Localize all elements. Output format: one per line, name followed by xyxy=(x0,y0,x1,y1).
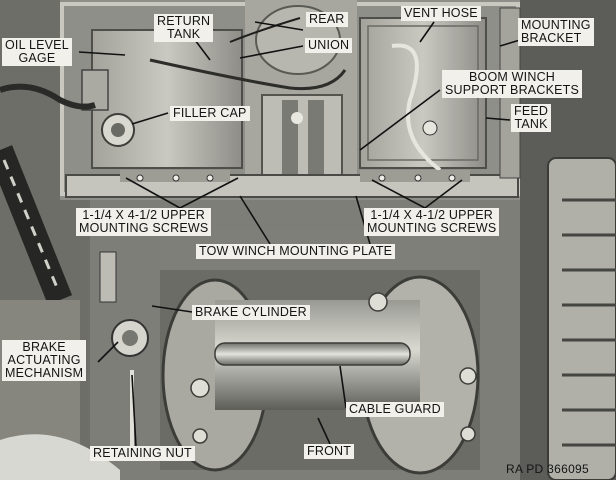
label-line: SUPPORT BRACKETS xyxy=(445,83,580,97)
label-return-tank: RETURN TANK xyxy=(154,14,214,42)
label-line: RETAINING NUT xyxy=(93,446,192,460)
label-line: TANK xyxy=(514,117,548,131)
label-line: TANK xyxy=(167,27,201,41)
label-line: FRONT xyxy=(307,444,352,458)
label-line: 1-1/4 X 4-1/2 UPPER xyxy=(82,208,205,222)
label-feed-tank: FEED TANK xyxy=(511,104,552,132)
label-vent-hose: VENT HOSE xyxy=(401,6,481,21)
label-oil-level-gage: OIL LEVEL GAGE xyxy=(2,38,72,66)
label-line: FILLER CAP xyxy=(173,106,247,120)
label-union: UNION xyxy=(305,38,353,53)
label-line: FEED xyxy=(514,104,549,118)
label-filler-cap: FILLER CAP xyxy=(170,106,250,121)
label-line: BRACKET xyxy=(521,31,582,45)
label-line: MOUNTING SCREWS xyxy=(367,221,497,235)
label-line: VENT HOSE xyxy=(404,6,478,20)
label-line: TOW WINCH MOUNTING PLATE xyxy=(199,244,393,258)
label-line: OIL LEVEL xyxy=(5,38,69,52)
label-line: CABLE GUARD xyxy=(349,402,441,416)
figure-reference: RA PD 366095 xyxy=(506,462,589,476)
label-front: FRONT xyxy=(304,444,355,459)
label-line: 1-1/4 X 4-1/2 UPPER xyxy=(370,208,493,222)
label-line: MOUNTING xyxy=(521,18,591,32)
label-line: RETURN xyxy=(157,14,211,28)
label-line: GAGE xyxy=(18,51,56,65)
label-boom-winch-support-brackets: BOOM WINCH SUPPORT BRACKETS xyxy=(442,70,583,98)
label-retaining-nut: RETAINING NUT xyxy=(90,446,195,461)
label-line: UNION xyxy=(308,38,350,52)
label-line: MOUNTING SCREWS xyxy=(79,221,209,235)
label-line: MECHANISM xyxy=(5,366,84,380)
label-cable-guard: CABLE GUARD xyxy=(346,402,444,417)
label-line: ACTUATING xyxy=(7,353,81,367)
label-mounting-bracket: MOUNTING BRACKET xyxy=(518,18,594,46)
label-line: BOOM WINCH xyxy=(469,70,556,84)
label-rear: REAR xyxy=(306,12,348,27)
label-upper-mounting-screws-left: 1-1/4 X 4-1/2 UPPER MOUNTING SCREWS xyxy=(76,208,212,236)
label-tow-winch-mounting-plate: TOW WINCH MOUNTING PLATE xyxy=(196,244,396,259)
label-line: BRAKE CYLINDER xyxy=(195,305,307,319)
label-line: BRAKE xyxy=(22,340,66,354)
label-upper-mounting-screws-right: 1-1/4 X 4-1/2 UPPER MOUNTING SCREWS xyxy=(364,208,500,236)
label-brake-cylinder: BRAKE CYLINDER xyxy=(192,305,310,320)
label-line: REAR xyxy=(309,12,345,26)
label-brake-actuating-mechanism: BRAKE ACTUATING MECHANISM xyxy=(2,340,87,381)
